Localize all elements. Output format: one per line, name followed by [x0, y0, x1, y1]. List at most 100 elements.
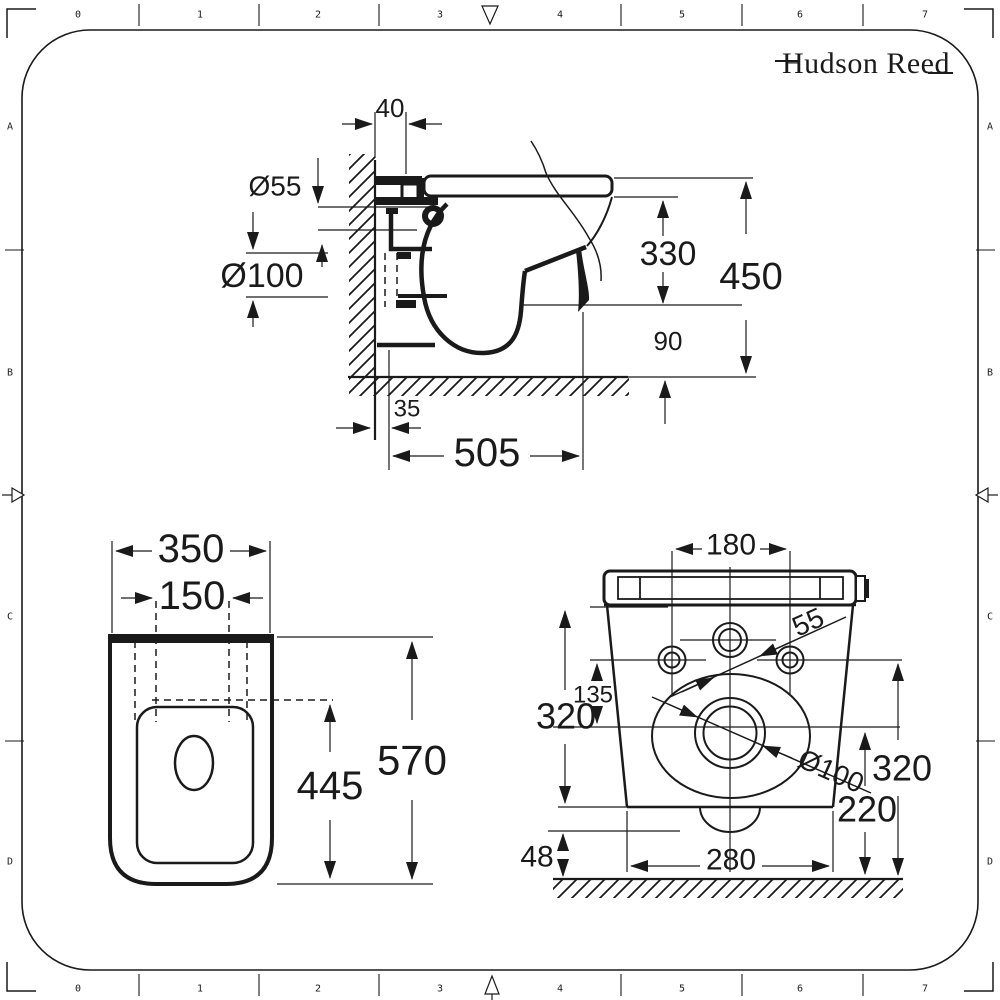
fixing-bolt-section: [400, 182, 420, 201]
pan-back-edge: [108, 634, 274, 643]
dim-front-height-right: 320: [872, 748, 932, 789]
bowl-front-edge: [586, 196, 613, 247]
ruler-label: 7: [922, 10, 928, 21]
dim-plan-bowl-depth: 445: [297, 764, 364, 808]
dim-arrow: [681, 677, 714, 693]
dim-front-base-width: 280: [706, 844, 756, 877]
ruler-label: 0: [75, 984, 81, 995]
dim-front-outlet-height: 220: [837, 789, 897, 830]
ruler-label: B: [987, 368, 993, 379]
front-view: 180 55 135 320 Ø100 320 220 48: [520, 529, 932, 898]
fixing-holes: [657, 622, 805, 675]
ruler-label: 7: [922, 984, 928, 995]
dim-side-wall-clearance: 35: [394, 396, 421, 423]
dim-side-inlet-diameter: Ø55: [249, 171, 302, 202]
ruler-label: B: [7, 368, 13, 379]
dim-side-seat-to-outlet: 330: [640, 235, 697, 273]
bracket-nub: [386, 208, 398, 214]
plan-view: 350 150 570 445: [108, 527, 447, 886]
ruler-label: 3: [437, 10, 443, 21]
dim-front-flush-inlet: 55: [787, 602, 828, 643]
outlet-socket-bottom: [396, 300, 416, 308]
corner-mark-top-right: [964, 8, 994, 38]
ruler-label: C: [987, 612, 993, 623]
dim-plan-projection: 570: [377, 737, 447, 784]
ruler-label: 4: [557, 984, 563, 995]
ruler-label: 2: [315, 10, 321, 21]
left-ruler: A B C D: [2, 122, 26, 868]
centerlines: [548, 551, 902, 872]
seat-assembly: [602, 569, 869, 607]
ruler-label: 0: [75, 10, 81, 21]
pan-outline: [108, 635, 274, 886]
brand-logo: Hudson Reed: [775, 47, 953, 80]
ruler-label: 3: [437, 984, 443, 995]
dim-plan-width: 350: [158, 527, 225, 571]
dim-arrow: [667, 703, 698, 718]
center-arrow-icon: [11, 486, 26, 504]
bottom-ruler: 0 1 2 3 4 5 6 7: [75, 974, 928, 1000]
dim-front-height-left: 320: [536, 696, 596, 737]
side-view: 40 Ø55 Ø100 330 450 90: [220, 93, 782, 475]
ruler-label: 2: [315, 984, 321, 995]
plan-view-dimensions: 350 150 570 445: [111, 527, 447, 885]
ruler-label: D: [7, 857, 13, 868]
ruler-label: 6: [797, 984, 803, 995]
ruler-label: 6: [797, 10, 803, 21]
ruler-label: C: [7, 612, 13, 623]
ruler-label: 1: [197, 984, 203, 995]
ruler-ticks: [138, 4, 864, 26]
ruler-label: 1: [197, 10, 203, 21]
seat-opening: [135, 705, 255, 865]
dim-side-overall-height: 450: [719, 256, 782, 298]
floor-hatching: [553, 880, 903, 898]
toilet-side-profile: [374, 140, 614, 356]
hidden-lines: [134, 601, 333, 725]
ruler-label: 5: [679, 10, 685, 21]
dim-plan-fixing-centres: 150: [159, 574, 226, 618]
outlet-socket-top: [397, 252, 411, 259]
seat-hinge-bar: [374, 197, 438, 205]
flush-hole: [173, 734, 215, 792]
corner-mark-bottom-right: [964, 962, 994, 992]
ruler-label: A: [7, 122, 13, 133]
support-bracket: [388, 214, 432, 252]
ruler-label: D: [987, 857, 993, 868]
dim-side-wall-offset: 40: [376, 93, 405, 123]
dim-front-fixing-centres: 180: [706, 529, 756, 562]
bowl-back-outline: [651, 673, 811, 799]
ruler-ticks: [138, 974, 864, 996]
floor-hatching: [349, 378, 629, 396]
dim-side-outlet-to-floor: 90: [654, 326, 683, 356]
center-arrow-icon: [974, 486, 989, 504]
dim-front-inlet-drop: 135: [573, 682, 613, 709]
seat-hinge-button-edge: [864, 579, 869, 598]
ruler-label: A: [987, 122, 993, 133]
frame-border: [21, 29, 979, 971]
wall-hatching: [349, 154, 375, 384]
top-ruler: 0 1 2 3 4 5 6 7: [75, 4, 928, 26]
ruler-label: 4: [557, 10, 563, 21]
dim-side-outlet-diameter: Ø100: [220, 257, 303, 295]
seat-lid: [422, 174, 614, 198]
corner-mark-bottom-left: [6, 962, 36, 992]
seat-hinge-button: [855, 575, 866, 602]
sheet-frame: [6, 8, 994, 992]
bowl-rim-underside: [524, 244, 587, 274]
ruler-ticks: [5, 249, 24, 742]
bowl-trap-outline: [419, 202, 528, 356]
dim-arrow: [759, 641, 792, 657]
corner-mark-top-left: [6, 8, 36, 38]
dim-side-projection: 505: [454, 431, 521, 475]
center-marker-icon: [484, 974, 500, 995]
mounting-bar: [374, 176, 422, 185]
ruler-label: 5: [679, 984, 685, 995]
center-marker-icon: [481, 5, 499, 26]
right-ruler: A B C D: [974, 122, 998, 868]
dim-front-base-clearance: 48: [520, 841, 553, 874]
ruler-ticks: [976, 249, 995, 742]
dim-arrow: [762, 745, 793, 759]
break-curve: [530, 140, 602, 282]
